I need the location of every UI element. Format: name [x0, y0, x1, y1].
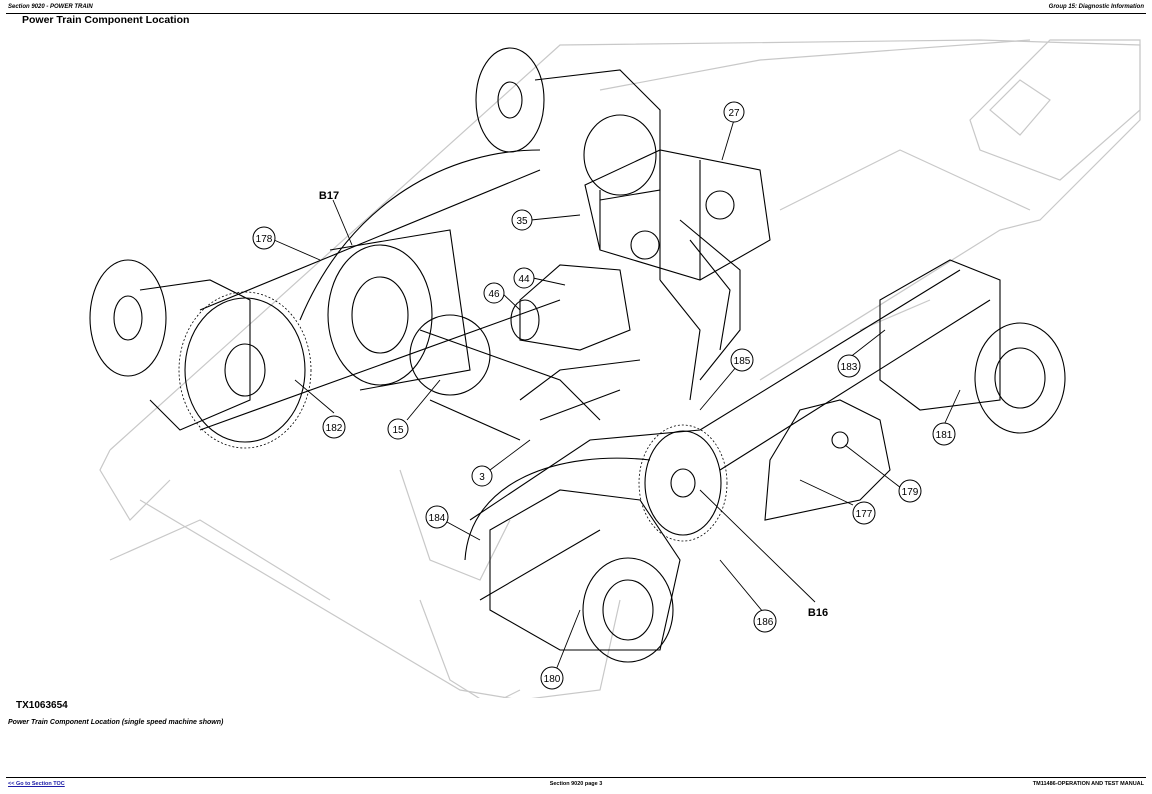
section-header: Section 9020 - POWER TRAIN	[8, 4, 93, 10]
callout-184: 184	[425, 505, 449, 529]
callout-15: 15	[387, 418, 409, 440]
callout-179: 179	[898, 479, 922, 503]
svg-text:3: 3	[479, 472, 485, 483]
callout-46: 46	[483, 282, 505, 304]
power-train-illustration: 27 35 44 46 178 182 15 3 185 183 181 179…	[89, 39, 1141, 698]
svg-text:183: 183	[841, 362, 858, 373]
callout-182: 182	[322, 415, 346, 439]
callout-177: 177	[852, 501, 876, 525]
machinery	[89, 47, 1066, 663]
frame-outline	[99, 39, 1141, 698]
svg-text:35: 35	[516, 216, 528, 227]
svg-text:181: 181	[936, 430, 953, 441]
label-b17: B17	[319, 190, 339, 202]
svg-text:46: 46	[488, 289, 500, 300]
manual-title: TM11486-OPERATION AND TEST MANUAL	[1032, 781, 1144, 787]
svg-text:182: 182	[326, 423, 343, 434]
svg-text:178: 178	[256, 234, 273, 245]
callout-178: 178	[252, 226, 276, 250]
svg-text:185: 185	[734, 356, 751, 367]
figure-caption: Power Train Component Location (single s…	[8, 719, 224, 726]
gear-teeth	[178, 291, 728, 542]
page-number: Section 9020 page 3	[549, 781, 603, 787]
page-title: Power Train Component Location	[22, 14, 190, 26]
svg-text:B16: B16	[808, 607, 828, 619]
svg-text:180: 180	[544, 674, 561, 685]
label-b16: B16	[808, 607, 828, 619]
callout-183: 183	[837, 354, 861, 378]
leader-lines	[273, 119, 961, 671]
svg-text:179: 179	[902, 487, 919, 498]
callout-27: 27	[723, 101, 745, 123]
svg-text:27: 27	[728, 108, 740, 119]
figure-code: TX1063654	[16, 700, 68, 711]
svg-text:177: 177	[856, 509, 873, 520]
svg-text:15: 15	[392, 425, 404, 436]
callout-35: 35	[511, 209, 533, 231]
callout-181: 181	[932, 422, 956, 446]
footer-rule	[6, 777, 1146, 778]
svg-text:186: 186	[757, 617, 774, 628]
callouts: 27 35 44 46 178 182 15 3 185 183 181 179…	[252, 101, 956, 690]
callout-186: 186	[753, 609, 777, 633]
svg-text:B17: B17	[319, 190, 339, 202]
callout-3: 3	[471, 465, 493, 487]
go-to-section-toc-link[interactable]: << Go to Section TOC	[8, 781, 65, 787]
svg-text:184: 184	[429, 513, 446, 524]
callout-185: 185	[730, 348, 754, 372]
group-header: Group 15: Diagnostic Information	[1048, 4, 1144, 10]
header-rule	[6, 13, 1146, 14]
svg-text:44: 44	[518, 274, 530, 285]
callout-44: 44	[513, 267, 535, 289]
callout-180: 180	[540, 666, 564, 690]
